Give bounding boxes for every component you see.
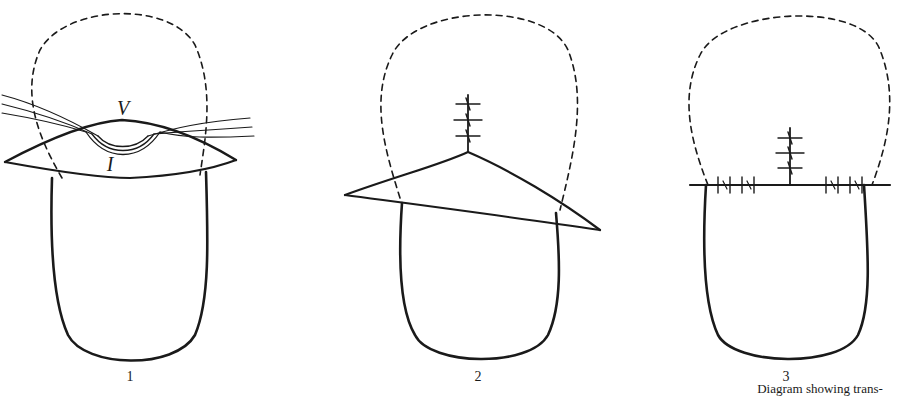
flap-upper-edge (5, 120, 236, 162)
stitches (454, 98, 482, 142)
dashed-outline (381, 15, 578, 210)
suture-thread (160, 132, 254, 137)
flap-lower-edge (345, 195, 600, 230)
dashed-outline (689, 16, 890, 185)
part-letter: I (107, 154, 114, 174)
figure-caption: Diagram showing trans- (757, 382, 883, 395)
flap-lower-edge (5, 160, 236, 178)
suture-arc (98, 136, 148, 147)
stitches (723, 181, 859, 189)
tongue-outline (704, 185, 868, 359)
tongue-outline (400, 203, 559, 359)
stitches (718, 177, 862, 193)
figure-number: 2 (475, 370, 482, 384)
suture-thread (154, 127, 252, 134)
suture-thread (2, 113, 86, 132)
tongue-outline (51, 172, 207, 361)
dashed-outline (32, 14, 207, 178)
suture-thread (2, 104, 92, 134)
flap-upper-edge (345, 152, 600, 230)
figure-number: 1 (127, 370, 134, 384)
part-letter: V (117, 98, 129, 118)
suture-thread (2, 95, 98, 136)
stitches (776, 132, 804, 174)
